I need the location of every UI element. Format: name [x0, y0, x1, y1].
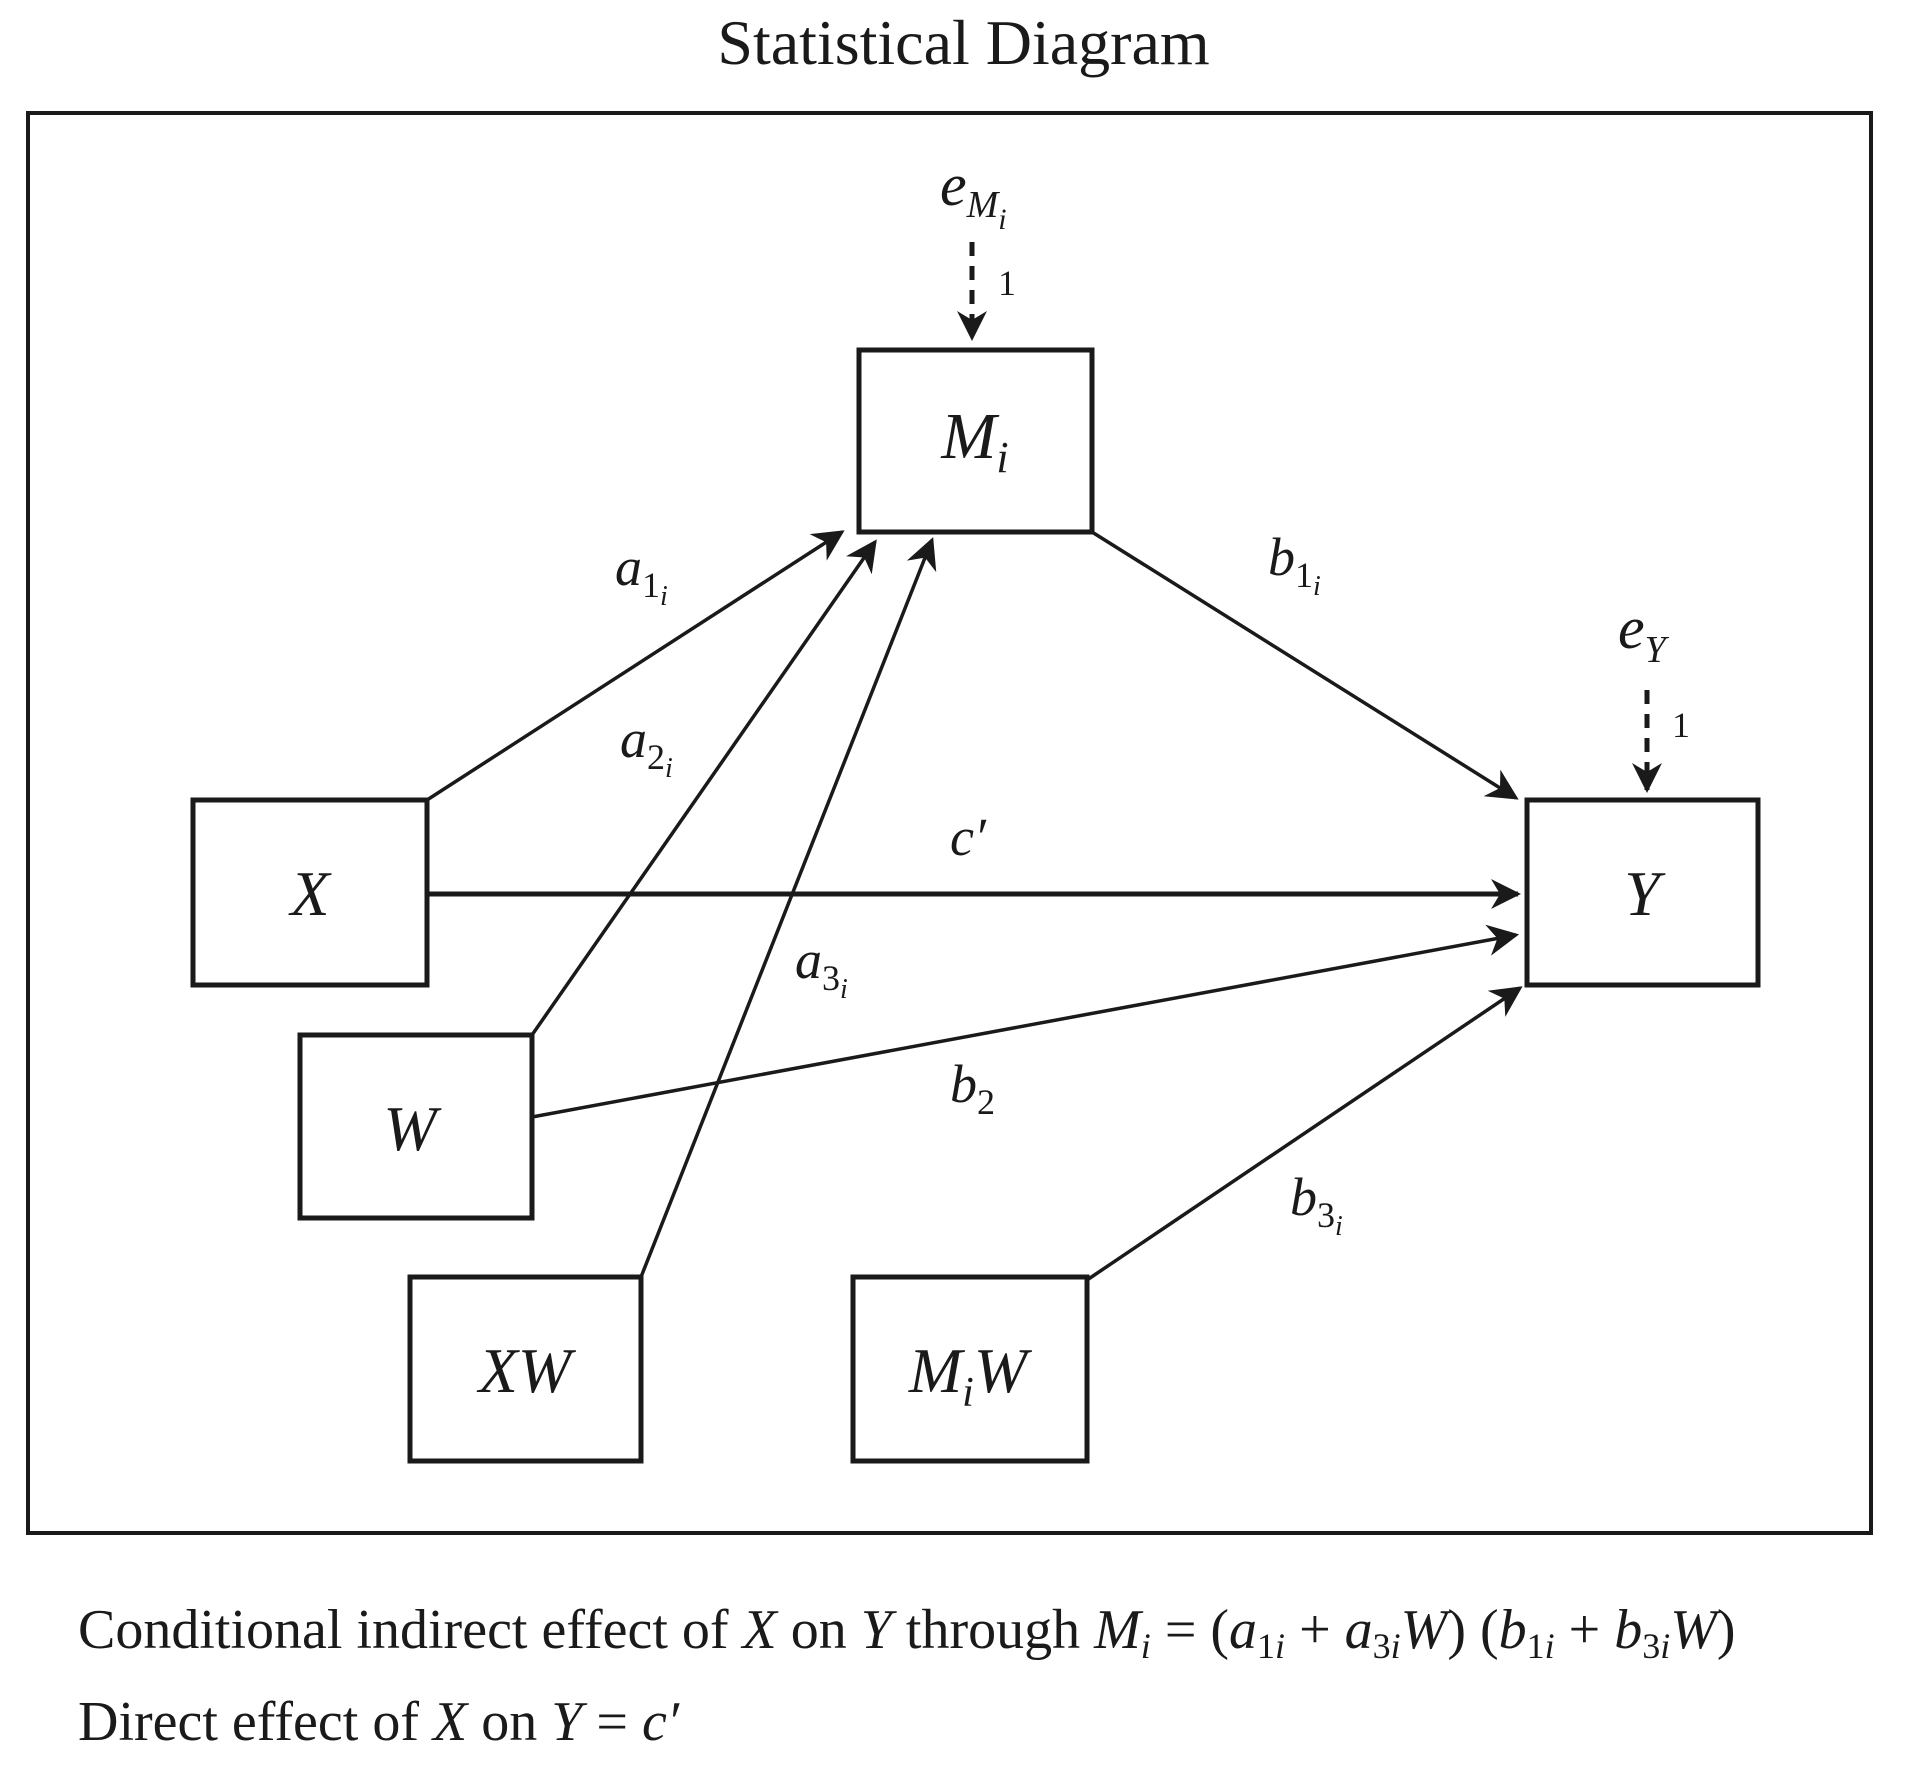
path-diagram: Mi X Y W XW MiW eMi 1 eY 1 a1i a2i a3i b… — [26, 111, 1873, 1535]
arrow-b3 — [1086, 986, 1523, 1282]
path-label-c-prime: c′ — [950, 807, 987, 867]
arrow-a2 — [530, 539, 877, 1036]
conditional-indirect-effect-formula: Conditional indirect effect of X on Y th… — [78, 1599, 1736, 1666]
error-label-ey: eY — [1618, 595, 1670, 671]
node-box-xw — [407, 1274, 644, 1464]
path-label-a1: a1i — [615, 537, 668, 612]
path-label-b3: b3i — [1290, 1167, 1343, 1242]
path-label-a3: a3i — [795, 930, 848, 1005]
error-weight-em: 1 — [998, 263, 1016, 303]
error-label-em: eMi — [940, 152, 1007, 236]
node-box-miw — [850, 1274, 1090, 1464]
arrow-b2 — [531, 924, 1520, 1119]
node-label-y: Y — [1624, 858, 1666, 929]
path-label-b2: b2 — [950, 1054, 995, 1122]
node-box-x — [190, 797, 430, 988]
arrow-b1 — [1091, 530, 1519, 800]
node-box-mi — [856, 347, 1095, 535]
path-label-b1: b1i — [1268, 527, 1321, 602]
diagram-title: Statistical Diagram — [717, 7, 1210, 78]
node-box-y — [1524, 797, 1761, 988]
node-label-x: X — [287, 858, 332, 929]
arrow-a3 — [639, 537, 937, 1278]
error-weight-ey: 1 — [1672, 705, 1690, 745]
diagram-frame — [26, 111, 1873, 1535]
path-label-a2: a2i — [620, 709, 673, 784]
node-box-w — [297, 1032, 535, 1221]
node-label-w: W — [383, 1093, 442, 1164]
node-label-mi: Mi — [940, 400, 1008, 482]
direct-effect-formula: Direct effect of X on Y = c′ — [78, 1691, 680, 1753]
arrow-a1 — [426, 530, 845, 802]
node-label-miw: MiW — [908, 1335, 1033, 1416]
node-label-xw: XW — [476, 1335, 577, 1406]
